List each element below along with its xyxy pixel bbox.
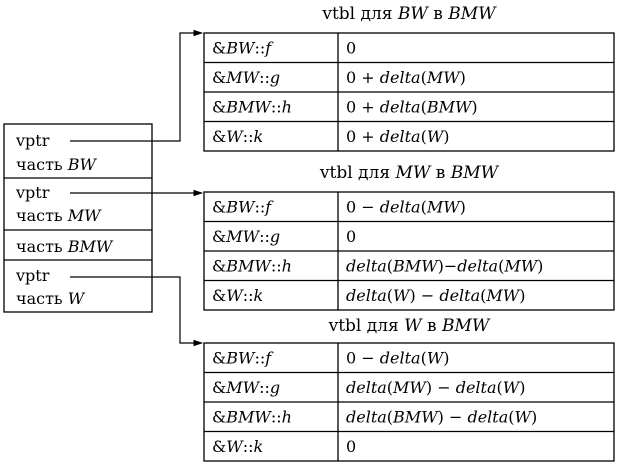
- vtable-offset-cell: 0 + delta(MW): [346, 68, 466, 87]
- vtable-function-cell: &W::k: [212, 437, 263, 456]
- vtable-function-cell: &BMW::h: [212, 257, 292, 276]
- vptr-arrow-bw: [70, 29, 203, 142]
- vtable-function-cell: &BMW::h: [212, 98, 292, 117]
- vtable-offset-cell: 0 + delta(BMW): [346, 98, 478, 117]
- vptr-arrow-w: [70, 276, 203, 347]
- vtable-function-cell: &MW::g: [212, 378, 280, 397]
- vtable-offset-cell: delta(MW) − delta(W): [346, 378, 525, 397]
- vtable-title: vtbl для W в BMW: [328, 316, 491, 336]
- vptr-arrows: [70, 29, 203, 347]
- object-layout: vptr часть BW vptr часть MW часть BMW vp…: [3, 123, 153, 313]
- vtable-function-cell: &BW::f: [212, 349, 274, 368]
- vtable-offset-cell: delta(BMW)−delta(MW): [346, 257, 543, 276]
- vptr-label-w: vptr: [15, 266, 50, 285]
- part-label-bw: часть BW: [16, 155, 97, 174]
- vtable-function-cell: &MW::g: [212, 227, 280, 246]
- vtable-function-cell: &W::k: [212, 127, 263, 146]
- vtable-function-cell: &BMW::h: [212, 408, 292, 427]
- vtable-offset-cell: 0 + delta(W): [346, 127, 450, 146]
- vtable-offset-cell: 0: [346, 437, 356, 456]
- vtable: vtbl для MW в BMW&BW::f 0 − delta(MW)&MW:…: [203, 163, 615, 311]
- vtable-offset-cell: 0 − delta(W): [346, 349, 450, 368]
- vtable-function-cell: &W::k: [212, 286, 263, 305]
- vptr-label-mw: vptr: [15, 183, 50, 202]
- vtable-title: vtbl для MW в BMW: [319, 163, 500, 183]
- vtable-title: vtbl для BW в BMW: [321, 4, 497, 24]
- vtable-offset-cell: 0: [346, 227, 356, 246]
- vtable-offset-cell: 0: [346, 39, 356, 58]
- vtable-function-cell: &MW::g: [212, 68, 280, 87]
- vptr-label-bw: vptr: [15, 131, 50, 150]
- part-label-mw: часть MW: [16, 206, 102, 225]
- vtable-offset-cell: 0 − delta(MW): [346, 198, 466, 217]
- vtable-function-cell: &BW::f: [212, 198, 274, 217]
- vtable: vtbl для W в BMW&BW::f 0 − delta(W)&MW::g…: [203, 316, 615, 462]
- object-outline: [3, 123, 153, 313]
- part-label-w: часть W: [16, 289, 86, 308]
- vtable-offset-cell: delta(BMW) − delta(W): [346, 408, 537, 427]
- vtable-function-cell: &BW::f: [212, 39, 274, 58]
- part-label-bmw: часть BMW: [16, 237, 114, 256]
- vtable-offset-cell: delta(W) − delta(MW): [346, 286, 525, 305]
